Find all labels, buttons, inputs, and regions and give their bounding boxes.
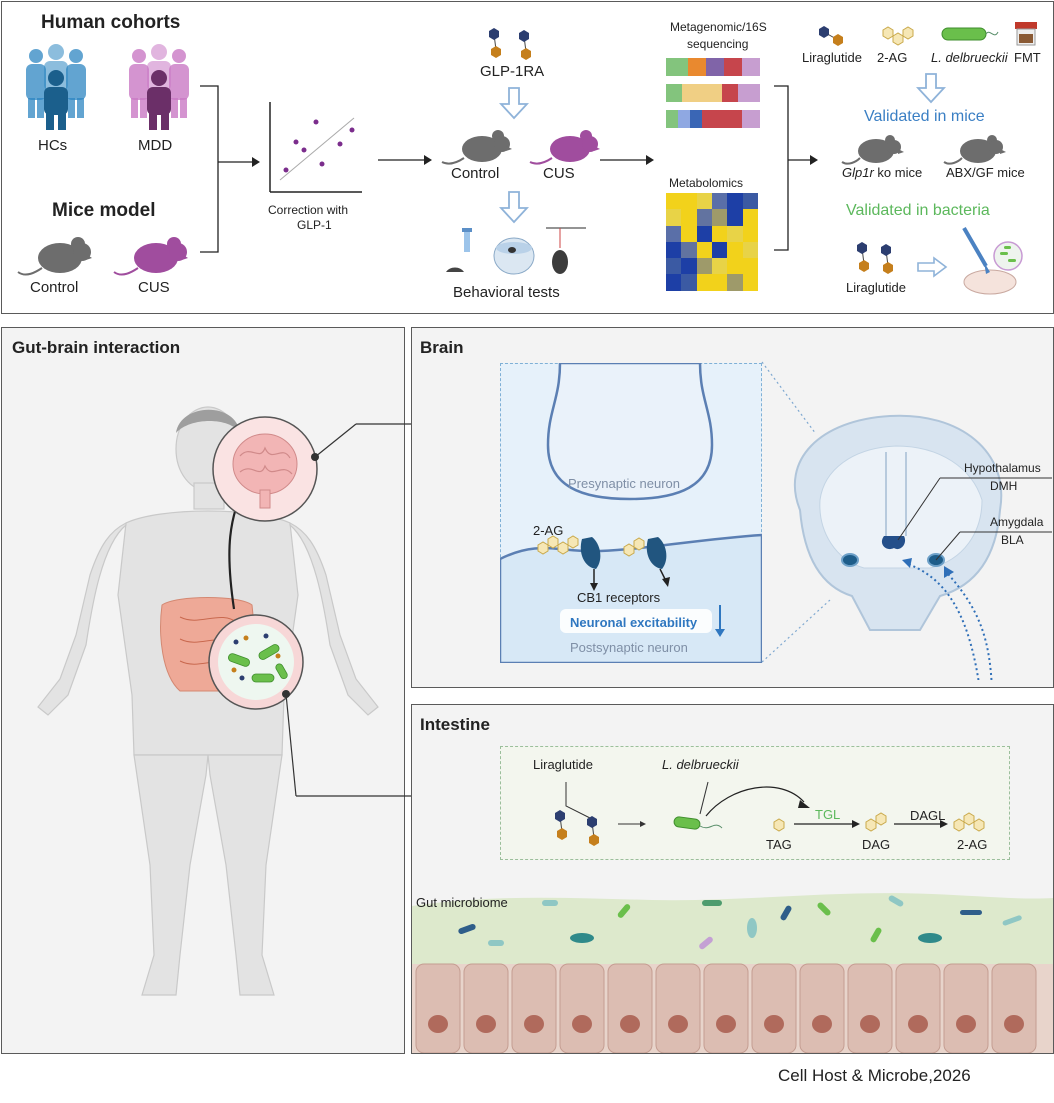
- glp1r-ko-label: Glp1r ko mice: [842, 165, 922, 180]
- human-body-illustration: [37, 406, 379, 996]
- pathway-illustration: [555, 781, 985, 846]
- glp1ra-molecule-icon: [489, 28, 531, 60]
- down-arrow-icon-3: [916, 73, 946, 104]
- sequencing-label-line2: sequencing: [687, 37, 749, 51]
- liraglutide-molecule-icon: [819, 26, 843, 46]
- mice-model-title: Mice model: [52, 200, 156, 221]
- behavioral-tests-label: Behavioral tests: [453, 284, 560, 301]
- brain-title: Brain: [420, 338, 464, 357]
- amygdala-label: Amygdala: [990, 515, 1044, 529]
- gut-microbiome-label: Gut microbiome: [416, 895, 508, 910]
- liraglutide-intestine-label: Liraglutide: [533, 757, 593, 772]
- gut-brain-title: Gut-brain interaction: [12, 338, 181, 357]
- dag-label: DAG: [862, 837, 891, 852]
- down-arrow-icon: [499, 87, 529, 120]
- flow-connectors: [200, 85, 818, 253]
- abx-gf-label: ABX/GF mice: [946, 165, 1025, 180]
- glp1r-gene: Glp1r: [842, 165, 874, 180]
- correlation-scatter-icon: [269, 102, 362, 193]
- two-ag-molecule-icon: [882, 26, 914, 46]
- glp1r-ko-mouse-icon: [841, 135, 904, 165]
- pathway-inset: [500, 746, 1010, 860]
- mdd-people-icon: [129, 44, 189, 130]
- correction-label-line1: Correction with: [268, 203, 349, 217]
- brain-zoom-circle: [212, 416, 318, 522]
- bacteria-icon: [941, 27, 999, 41]
- control-label: Control: [30, 279, 79, 296]
- hcs-label: HCs: [38, 137, 68, 154]
- ko-mice-text: ko mice: [873, 165, 923, 180]
- glp1ra-label: GLP-1RA: [480, 63, 545, 80]
- brain-callout-line: [311, 423, 414, 461]
- liraglutide-molecule-icon-2: [857, 242, 893, 274]
- liraglutide-label-2: Liraglutide: [846, 280, 906, 295]
- postsynaptic-label: Postsynaptic neuron: [570, 640, 688, 655]
- synapse-illustration: [500, 363, 762, 663]
- cus-label-2: CUS: [543, 165, 575, 182]
- control-label-2: Control: [451, 165, 500, 182]
- citation-text: Cell Host & Microbe,2026: [778, 1066, 971, 1085]
- ldel-intestine-label: L. delbrueckii: [662, 757, 739, 772]
- sequencing-label-line1: Metagenomic/16S: [670, 20, 767, 34]
- abx-gf-mouse-icon: [943, 135, 1006, 165]
- dagl-label: DAGL: [910, 808, 946, 823]
- cus-mouse-icon-2: [529, 130, 600, 165]
- metabolomics-label: Metabolomics: [669, 176, 744, 190]
- cus-label: CUS: [138, 279, 170, 296]
- intestine-title: Intestine: [420, 715, 490, 734]
- tgl-label: TGL: [815, 807, 841, 822]
- mdd-label: MDD: [138, 137, 173, 154]
- control-mouse-icon-2: [441, 130, 512, 165]
- gut-lining-illustration: [412, 893, 1053, 1053]
- dmh-label: DMH: [990, 479, 1018, 493]
- gut-callout-line: [282, 690, 414, 797]
- petri-dish-pipette-icon: [962, 226, 1023, 295]
- validated-in-bacteria-label: Validated in bacteria: [846, 202, 990, 219]
- control-mouse-icon: [17, 237, 92, 276]
- metabolomics-heatmap-icon: [666, 193, 758, 291]
- validated-in-mice-label: Validated in mice: [864, 108, 985, 125]
- down-arrow-icon-2: [499, 191, 529, 224]
- two-ag-intestine-label: 2-AG: [957, 837, 988, 852]
- gut-zoom-circle: [208, 614, 304, 710]
- cb1-receptors-label: CB1 receptors: [577, 590, 661, 605]
- ldel-label: L. delbrueckii: [931, 50, 1008, 65]
- cus-mouse-icon: [113, 237, 188, 276]
- bla-label: BLA: [1001, 533, 1024, 547]
- correction-label-line2: GLP-1: [297, 218, 332, 232]
- coronal-brain-illustration: [761, 361, 1052, 680]
- fmt-container-icon: [1015, 22, 1037, 46]
- behavioral-tests-icon: [446, 227, 586, 275]
- two-ag-label: 2-AG: [877, 50, 908, 65]
- liraglutide-label: Liraglutide: [802, 50, 862, 65]
- human-cohorts-title: Human cohorts: [41, 12, 181, 33]
- right-arrow-icon: [917, 256, 948, 278]
- sequencing-bars-icon: [666, 58, 760, 128]
- presynaptic-label: Presynaptic neuron: [568, 476, 681, 491]
- hypothalamus-label: Hypothalamus: [964, 461, 1041, 475]
- hc-people-icon: [26, 44, 86, 130]
- fmt-label: FMT: [1014, 50, 1041, 65]
- neuronal-excitability-label: Neuronal excitability: [570, 615, 698, 630]
- two-ag-brain-label: 2-AG: [533, 523, 564, 538]
- tag-label: TAG: [766, 837, 792, 852]
